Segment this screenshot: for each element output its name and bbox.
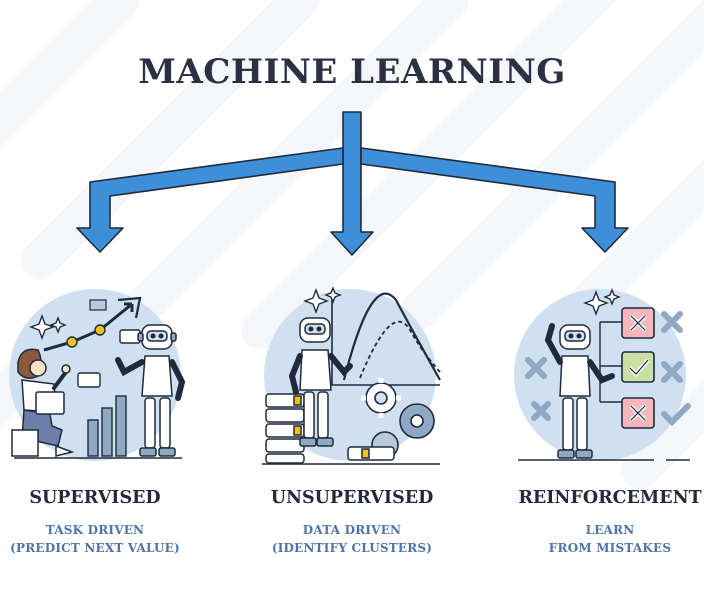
diagram-title: MACHINE LEARNING	[138, 52, 566, 92]
supervised-description: TASK DRIVEN (PREDICT NEXT VALUE)	[0, 521, 205, 557]
branching-arrow	[76, 111, 629, 256]
supervised-line1: TASK DRIVEN	[45, 523, 145, 537]
reinforcement-line2: FROM MISTAKES	[548, 541, 672, 555]
unsupervised-line1: DATA DRIVEN	[302, 523, 402, 537]
reinforcement-line1: LEARN	[585, 523, 635, 537]
supervised-label: SUPERVISED	[29, 488, 161, 508]
unsupervised-description: DATA DRIVEN (IDENTIFY CLUSTERS)	[242, 521, 462, 557]
reinforcement-label: REINFORCEMENT	[518, 488, 702, 508]
reinforcement-illustration	[514, 288, 691, 461]
unsupervised-label: UNSUPERVISED	[270, 488, 434, 508]
supervised-line2: (PREDICT NEXT VALUE)	[10, 541, 180, 555]
unsupervised-line2: (IDENTIFY CLUSTERS)	[271, 541, 433, 555]
reinforcement-description: LEARN FROM MISTAKES	[500, 521, 704, 557]
supervised-illustration	[9, 289, 186, 461]
unsupervised-illustration	[262, 286, 441, 465]
